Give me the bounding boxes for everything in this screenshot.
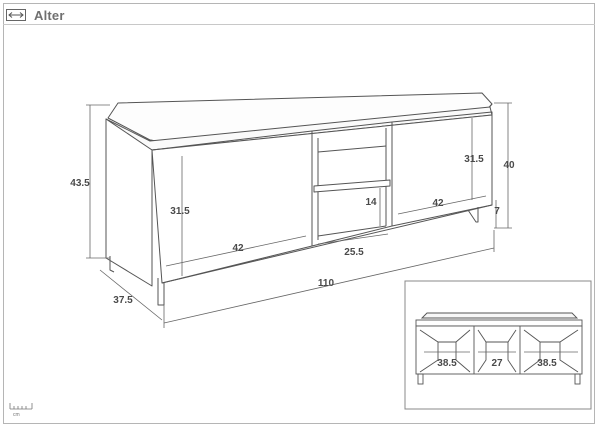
width-line	[163, 247, 495, 324]
dim-right-door-width: 42	[432, 198, 444, 209]
left-door-width-line	[165, 235, 307, 267]
dim-inset-left: 38.5	[437, 358, 457, 369]
left-side-panel	[105, 118, 153, 287]
inset-body	[415, 325, 583, 375]
inset-right-inner	[523, 329, 579, 343]
dim-inset-middle: 27	[491, 358, 503, 369]
inset-right-leg	[574, 373, 581, 385]
left-leg	[157, 278, 165, 306]
inset-cushion	[420, 312, 579, 319]
scale-unit: cm	[13, 412, 20, 418]
dim-inset-right: 38.5	[537, 358, 557, 369]
dim-width: 110	[318, 278, 335, 289]
dim-height-body: 40	[503, 160, 515, 171]
header: Alter	[6, 6, 65, 24]
dim-depth: 37.5	[113, 295, 133, 306]
dim-height-total: 43.5	[70, 178, 90, 189]
dim-left-door-width: 42	[232, 243, 244, 254]
depth-line	[99, 269, 163, 321]
right-door-width-line	[397, 195, 487, 215]
header-divider	[3, 24, 595, 25]
opening-bottom	[317, 225, 387, 237]
inset-middle-inner	[477, 329, 517, 343]
drawing-frame	[3, 3, 595, 424]
opening-top-back	[317, 145, 387, 153]
back-leg	[109, 256, 115, 273]
middle-shelf	[313, 179, 391, 193]
right-leg	[467, 207, 479, 223]
brand-name: Alter	[34, 7, 65, 23]
scale-ruler-icon	[9, 403, 33, 410]
dim-shelf-height: 14	[365, 197, 377, 208]
middle-opening	[311, 121, 393, 247]
width-arrows-icon	[6, 9, 26, 21]
inset-top	[415, 319, 583, 327]
inset-left-inner	[419, 329, 471, 343]
shelf-width-line	[317, 233, 389, 245]
dim-leg-height: 7	[494, 206, 500, 217]
dim-shelf-width: 25.5	[344, 247, 364, 258]
dim-left-door-height: 31.5	[170, 206, 190, 217]
dim-right-door-height: 31.5	[464, 154, 484, 165]
inset-left-leg	[417, 373, 424, 385]
